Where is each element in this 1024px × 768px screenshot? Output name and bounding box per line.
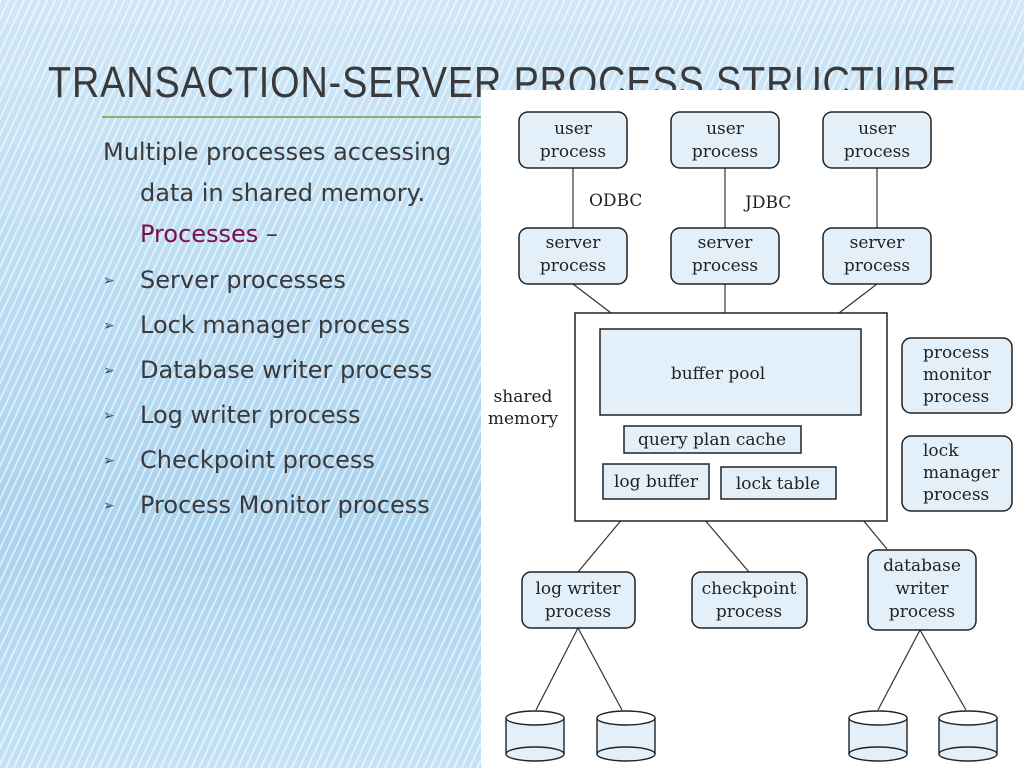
log-buffer-box: log buffer bbox=[602, 463, 710, 500]
arrow-bullet-icon: ➢ bbox=[103, 273, 115, 289]
bullet-text: Process Monitor process bbox=[140, 491, 430, 519]
list-item: ➢ Server processes bbox=[103, 261, 483, 299]
jdbc-label: JDBC bbox=[743, 193, 791, 213]
intro-dash: – bbox=[258, 220, 278, 248]
process-list: ➢Server processes ➢Lock manager process … bbox=[103, 261, 483, 524]
bullet-text: Checkpoint process bbox=[140, 446, 375, 474]
arrow-bullet-icon: ➢ bbox=[103, 453, 115, 469]
arrow-bullet-icon: ➢ bbox=[103, 318, 115, 334]
bullet-text: Database writer process bbox=[140, 356, 433, 384]
svg-text:lock table: lock table bbox=[736, 474, 820, 494]
intro-text: Multiple processes accessing data in sha… bbox=[103, 138, 452, 207]
bullet-text: Lock manager process bbox=[140, 311, 411, 339]
arrow-bullet-icon: ➢ bbox=[103, 363, 115, 379]
svg-text:query plan cache: query plan cache bbox=[638, 430, 786, 450]
list-item: ➢ Log writer process bbox=[103, 396, 483, 434]
list-item: ➢ Database writer process bbox=[103, 351, 483, 389]
list-item: ➢ Process Monitor process bbox=[103, 486, 483, 524]
slide-body: Multiple processes accessing data in sha… bbox=[103, 132, 483, 531]
list-item: ➢ Checkpoint process bbox=[103, 441, 483, 479]
list-item: ➢ Lock manager process bbox=[103, 306, 483, 344]
intro-paragraph: Multiple processes accessing data in sha… bbox=[103, 132, 483, 255]
bullet-text: Log writer process bbox=[140, 401, 361, 429]
svg-text:buffer pool: buffer pool bbox=[671, 364, 765, 384]
intro-accent: Processes bbox=[140, 220, 259, 248]
disk-icon bbox=[848, 710, 908, 762]
odbc-label: ODBC bbox=[589, 191, 642, 211]
disk-icon bbox=[505, 710, 565, 762]
buffer-pool-box: buffer pool bbox=[599, 328, 862, 416]
bullet-text: Server processes bbox=[140, 266, 346, 294]
disk-icon bbox=[938, 710, 998, 762]
arrow-bullet-icon: ➢ bbox=[103, 498, 115, 514]
title-underline bbox=[102, 116, 482, 118]
lock-table-box: lock table bbox=[720, 466, 837, 500]
svg-text:log buffer: log buffer bbox=[614, 472, 699, 492]
disk-icon bbox=[596, 710, 656, 762]
query-plan-cache-box: query plan cache bbox=[623, 425, 802, 454]
arrow-bullet-icon: ➢ bbox=[103, 408, 115, 424]
